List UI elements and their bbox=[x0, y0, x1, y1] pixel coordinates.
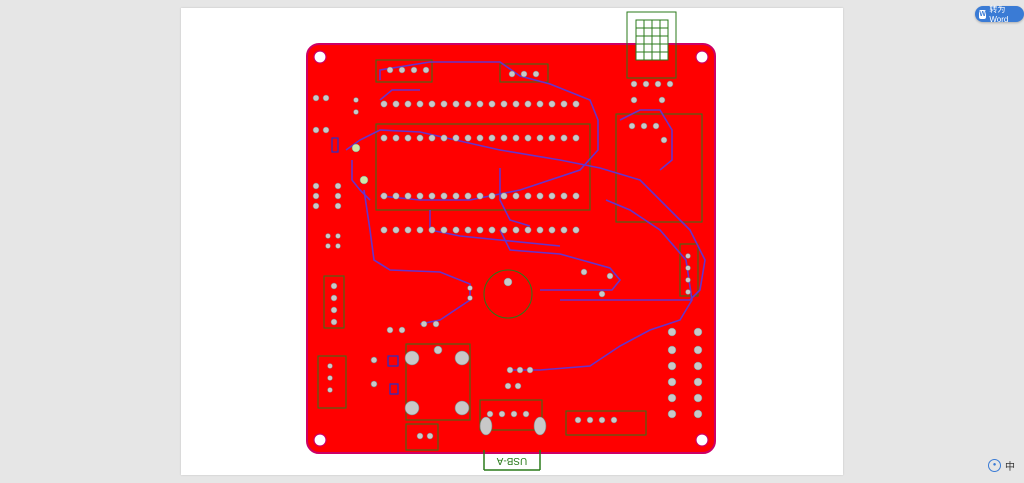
smd-marks bbox=[331, 137, 399, 395]
convert-to-word-button[interactable]: W 转为Word bbox=[975, 5, 1024, 24]
large-pads bbox=[370, 345, 547, 436]
ic-pads bbox=[380, 100, 580, 234]
connector-pads bbox=[312, 66, 703, 440]
input-language-label: 中 bbox=[1005, 461, 1015, 473]
mounting-holes bbox=[313, 50, 709, 447]
top-grid-component bbox=[626, 11, 677, 79]
silkscreen bbox=[317, 59, 703, 471]
usb-connector-label: USB-A bbox=[496, 455, 527, 466]
pcb-board bbox=[306, 43, 716, 454]
input-method-indicator[interactable]: ● 中 bbox=[988, 457, 1015, 473]
convert-to-word-label: 转为Word bbox=[989, 5, 1009, 24]
input-method-icon: ● bbox=[988, 458, 1001, 472]
word-doc-icon: W bbox=[979, 9, 987, 19]
